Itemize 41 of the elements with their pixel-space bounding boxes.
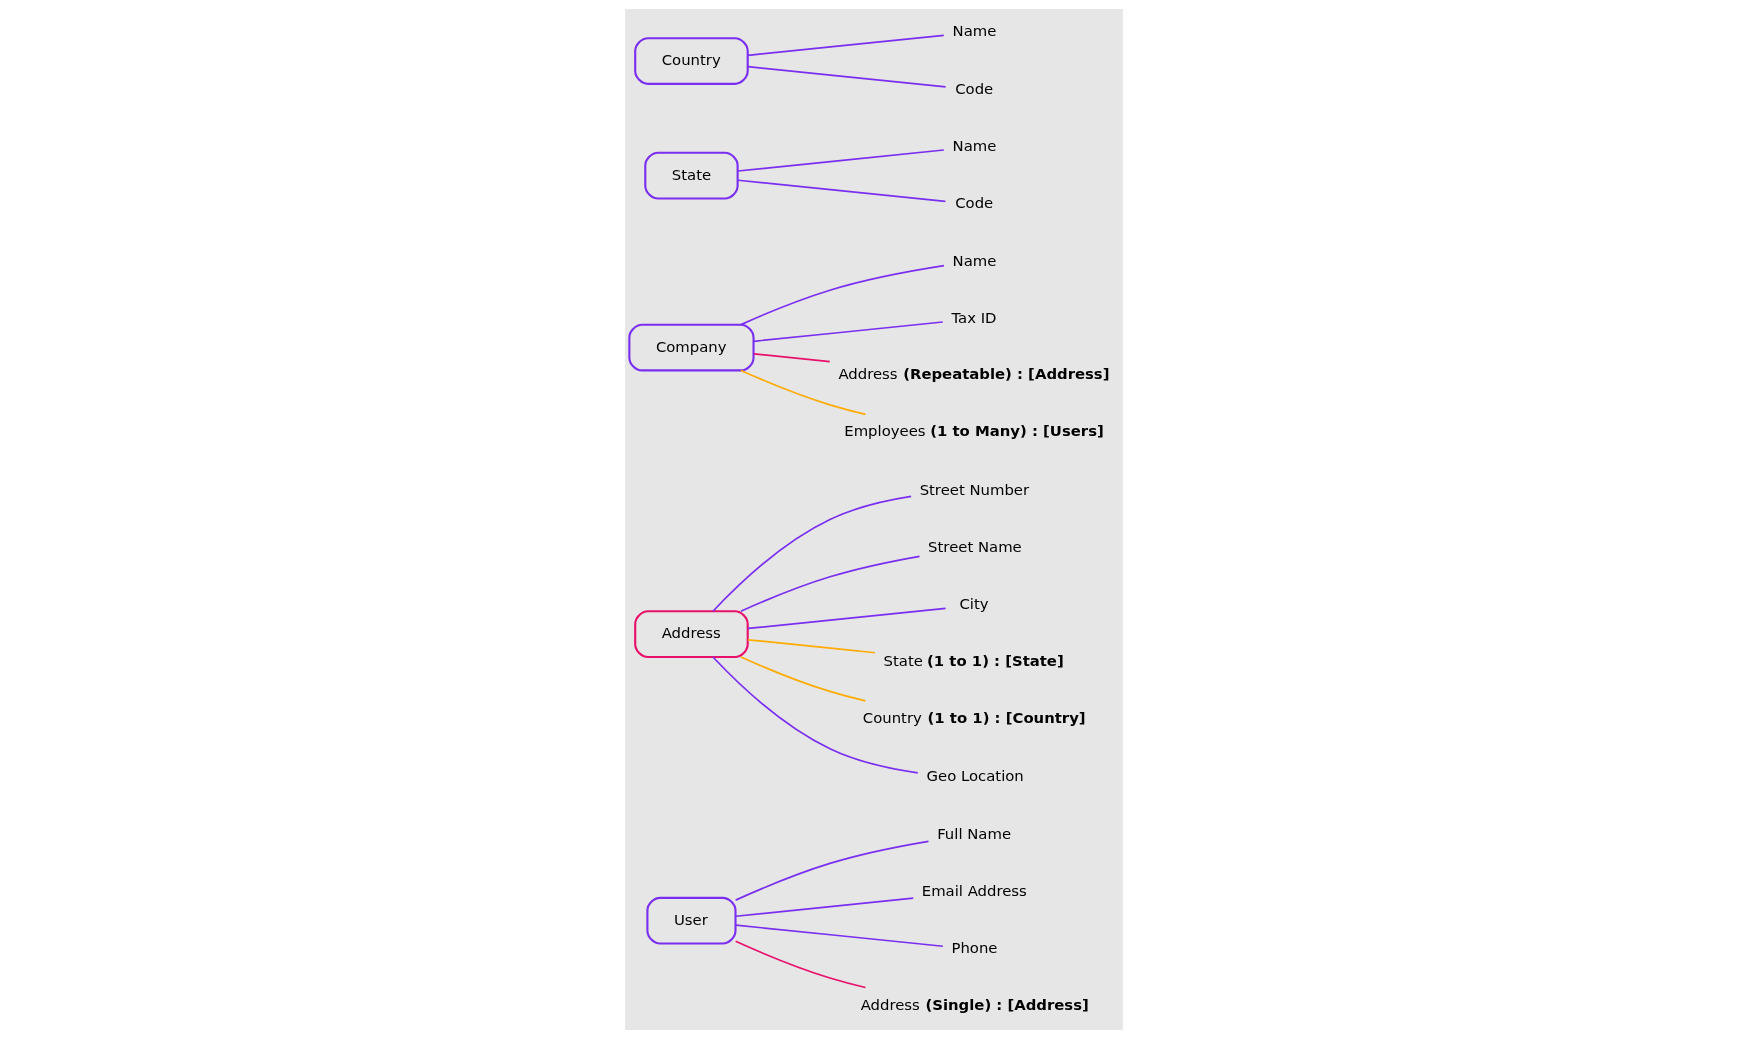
connector xyxy=(712,495,912,612)
connector xyxy=(740,264,945,325)
node-text: Street Number xyxy=(919,480,1030,499)
node-text: Name xyxy=(952,136,997,155)
node-text: Tax ID xyxy=(951,308,997,327)
node-text: Name xyxy=(952,251,997,270)
connector xyxy=(734,840,930,901)
connector xyxy=(747,65,947,88)
connector xyxy=(747,34,945,56)
connector xyxy=(737,178,947,202)
node-text: Email Address xyxy=(921,881,1027,900)
connector xyxy=(747,606,947,629)
node-text: State (1 to 1) : [State] xyxy=(883,651,1064,670)
connector xyxy=(734,896,915,917)
node-box: Country xyxy=(634,36,749,85)
connector xyxy=(740,554,921,612)
node-box: Address xyxy=(634,609,749,658)
connector xyxy=(734,923,944,947)
node-text: Employees (1 to Many) : [Users] xyxy=(844,421,1104,440)
connector xyxy=(752,320,944,342)
connector xyxy=(747,638,876,654)
node-box: Company xyxy=(628,323,755,371)
node-text: Street Name xyxy=(928,537,1022,556)
node-box: State xyxy=(644,151,739,199)
node-box: User xyxy=(646,896,737,945)
connector xyxy=(740,655,867,702)
connector xyxy=(734,939,867,988)
connector xyxy=(712,655,919,774)
connector xyxy=(740,369,867,415)
node-text: City xyxy=(959,594,989,613)
node-text: Code xyxy=(955,193,994,212)
node-text: Address (Single) : [Address] xyxy=(860,995,1089,1014)
node-text: Full Name xyxy=(937,824,1012,843)
node-text: Code xyxy=(955,79,994,98)
node-text: Phone xyxy=(951,938,998,957)
node-text: Name xyxy=(952,21,997,40)
node-text: Geo Location xyxy=(926,766,1024,785)
node-text: Address (Repeatable) : [Address] xyxy=(838,364,1110,383)
connector xyxy=(752,352,831,362)
connector xyxy=(737,148,945,172)
node-text: Country (1 to 1) : [Country] xyxy=(862,708,1086,727)
